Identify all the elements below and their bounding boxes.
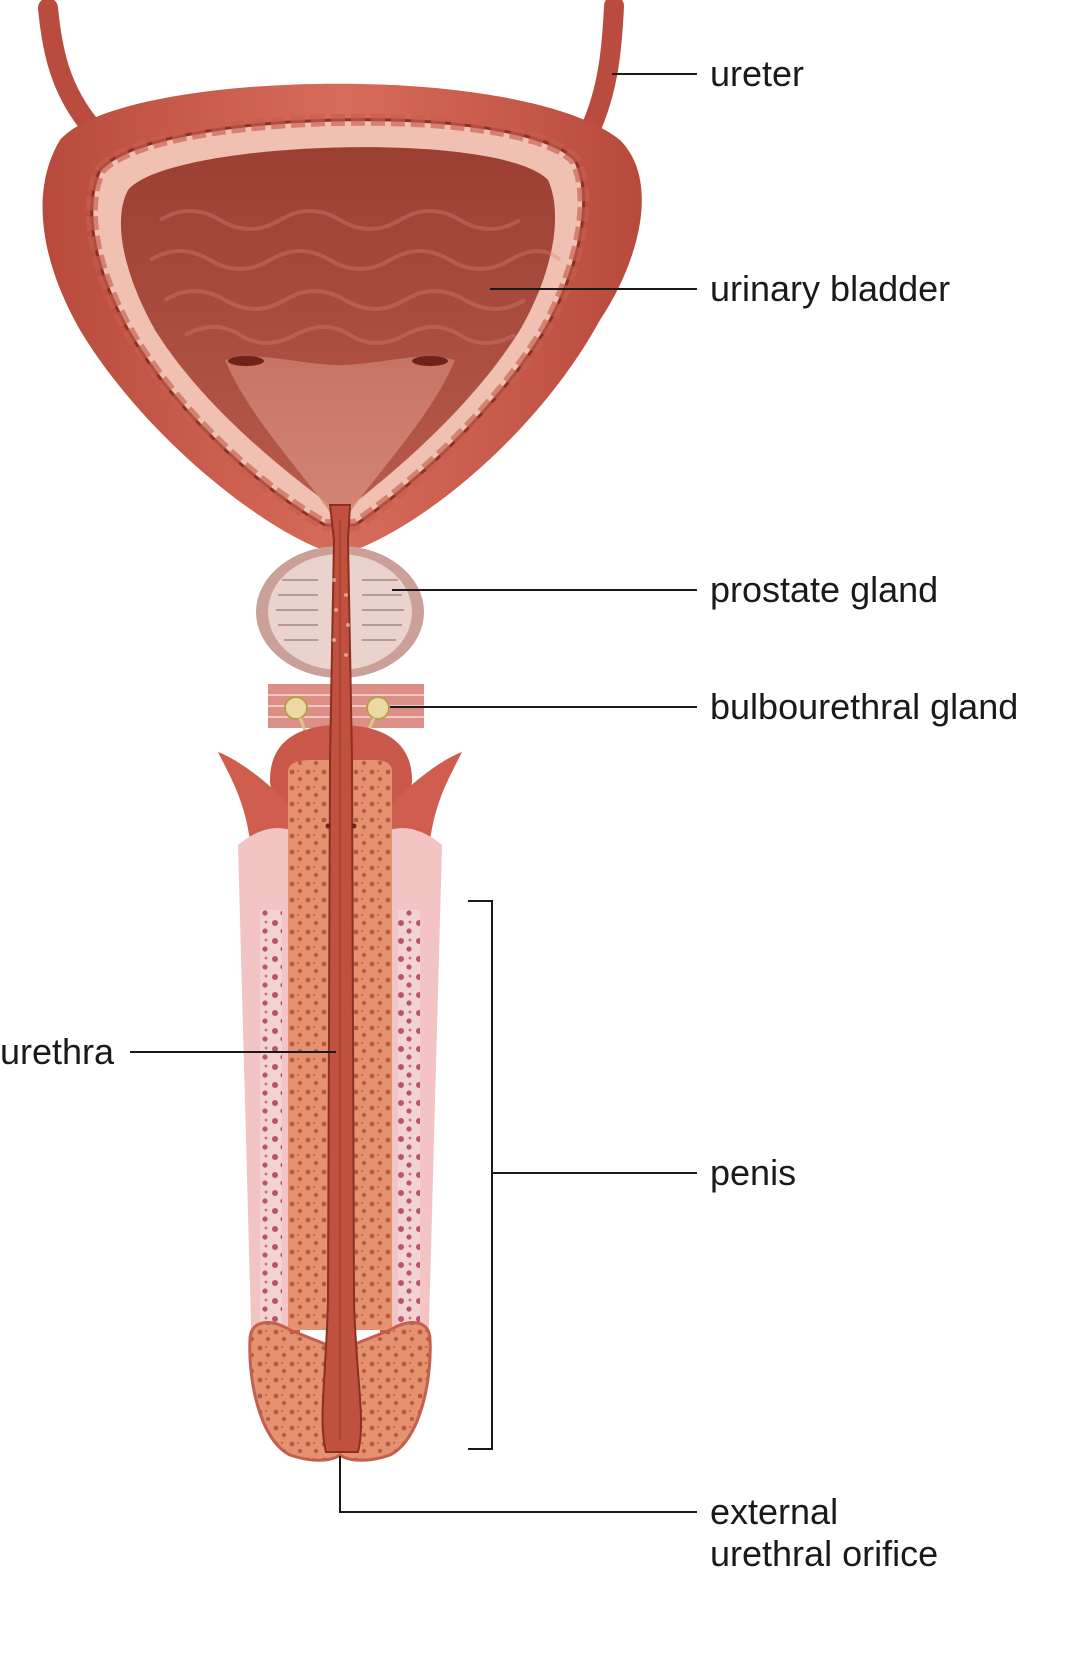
corpus-cavernosum-right bbox=[380, 752, 462, 1380]
bladder-trigone bbox=[225, 356, 455, 520]
ureter-left bbox=[38, 0, 102, 138]
bladder-lumen bbox=[120, 147, 556, 506]
label-external-line1: external bbox=[710, 1491, 839, 1532]
label-external-line2: urethral orifice bbox=[710, 1533, 939, 1574]
corpus-cavernosum-left bbox=[218, 752, 300, 1380]
ureter-opening-right bbox=[412, 356, 448, 366]
label-ureter: ureter bbox=[710, 53, 805, 94]
bladder-rugae bbox=[148, 209, 562, 345]
ureter-opening-left bbox=[228, 356, 264, 366]
penis-bracket bbox=[468, 900, 493, 1450]
ureter-right bbox=[580, 0, 624, 140]
urethra-tube bbox=[321, 504, 363, 1453]
leader-lines bbox=[130, 73, 697, 1513]
label-bulbourethral-gland: bulbourethral gland bbox=[710, 686, 1019, 727]
label-urinary-bladder: urinary bladder bbox=[710, 268, 951, 309]
bulbourethral-gland-left bbox=[284, 696, 308, 720]
bulbourethral-gland-right bbox=[366, 696, 390, 720]
leader-external-urethral-orifice bbox=[339, 1456, 697, 1513]
label-prostate-gland: prostate gland bbox=[710, 569, 939, 610]
label-urethra: urethra bbox=[0, 1031, 115, 1072]
label-penis: penis bbox=[710, 1152, 797, 1193]
